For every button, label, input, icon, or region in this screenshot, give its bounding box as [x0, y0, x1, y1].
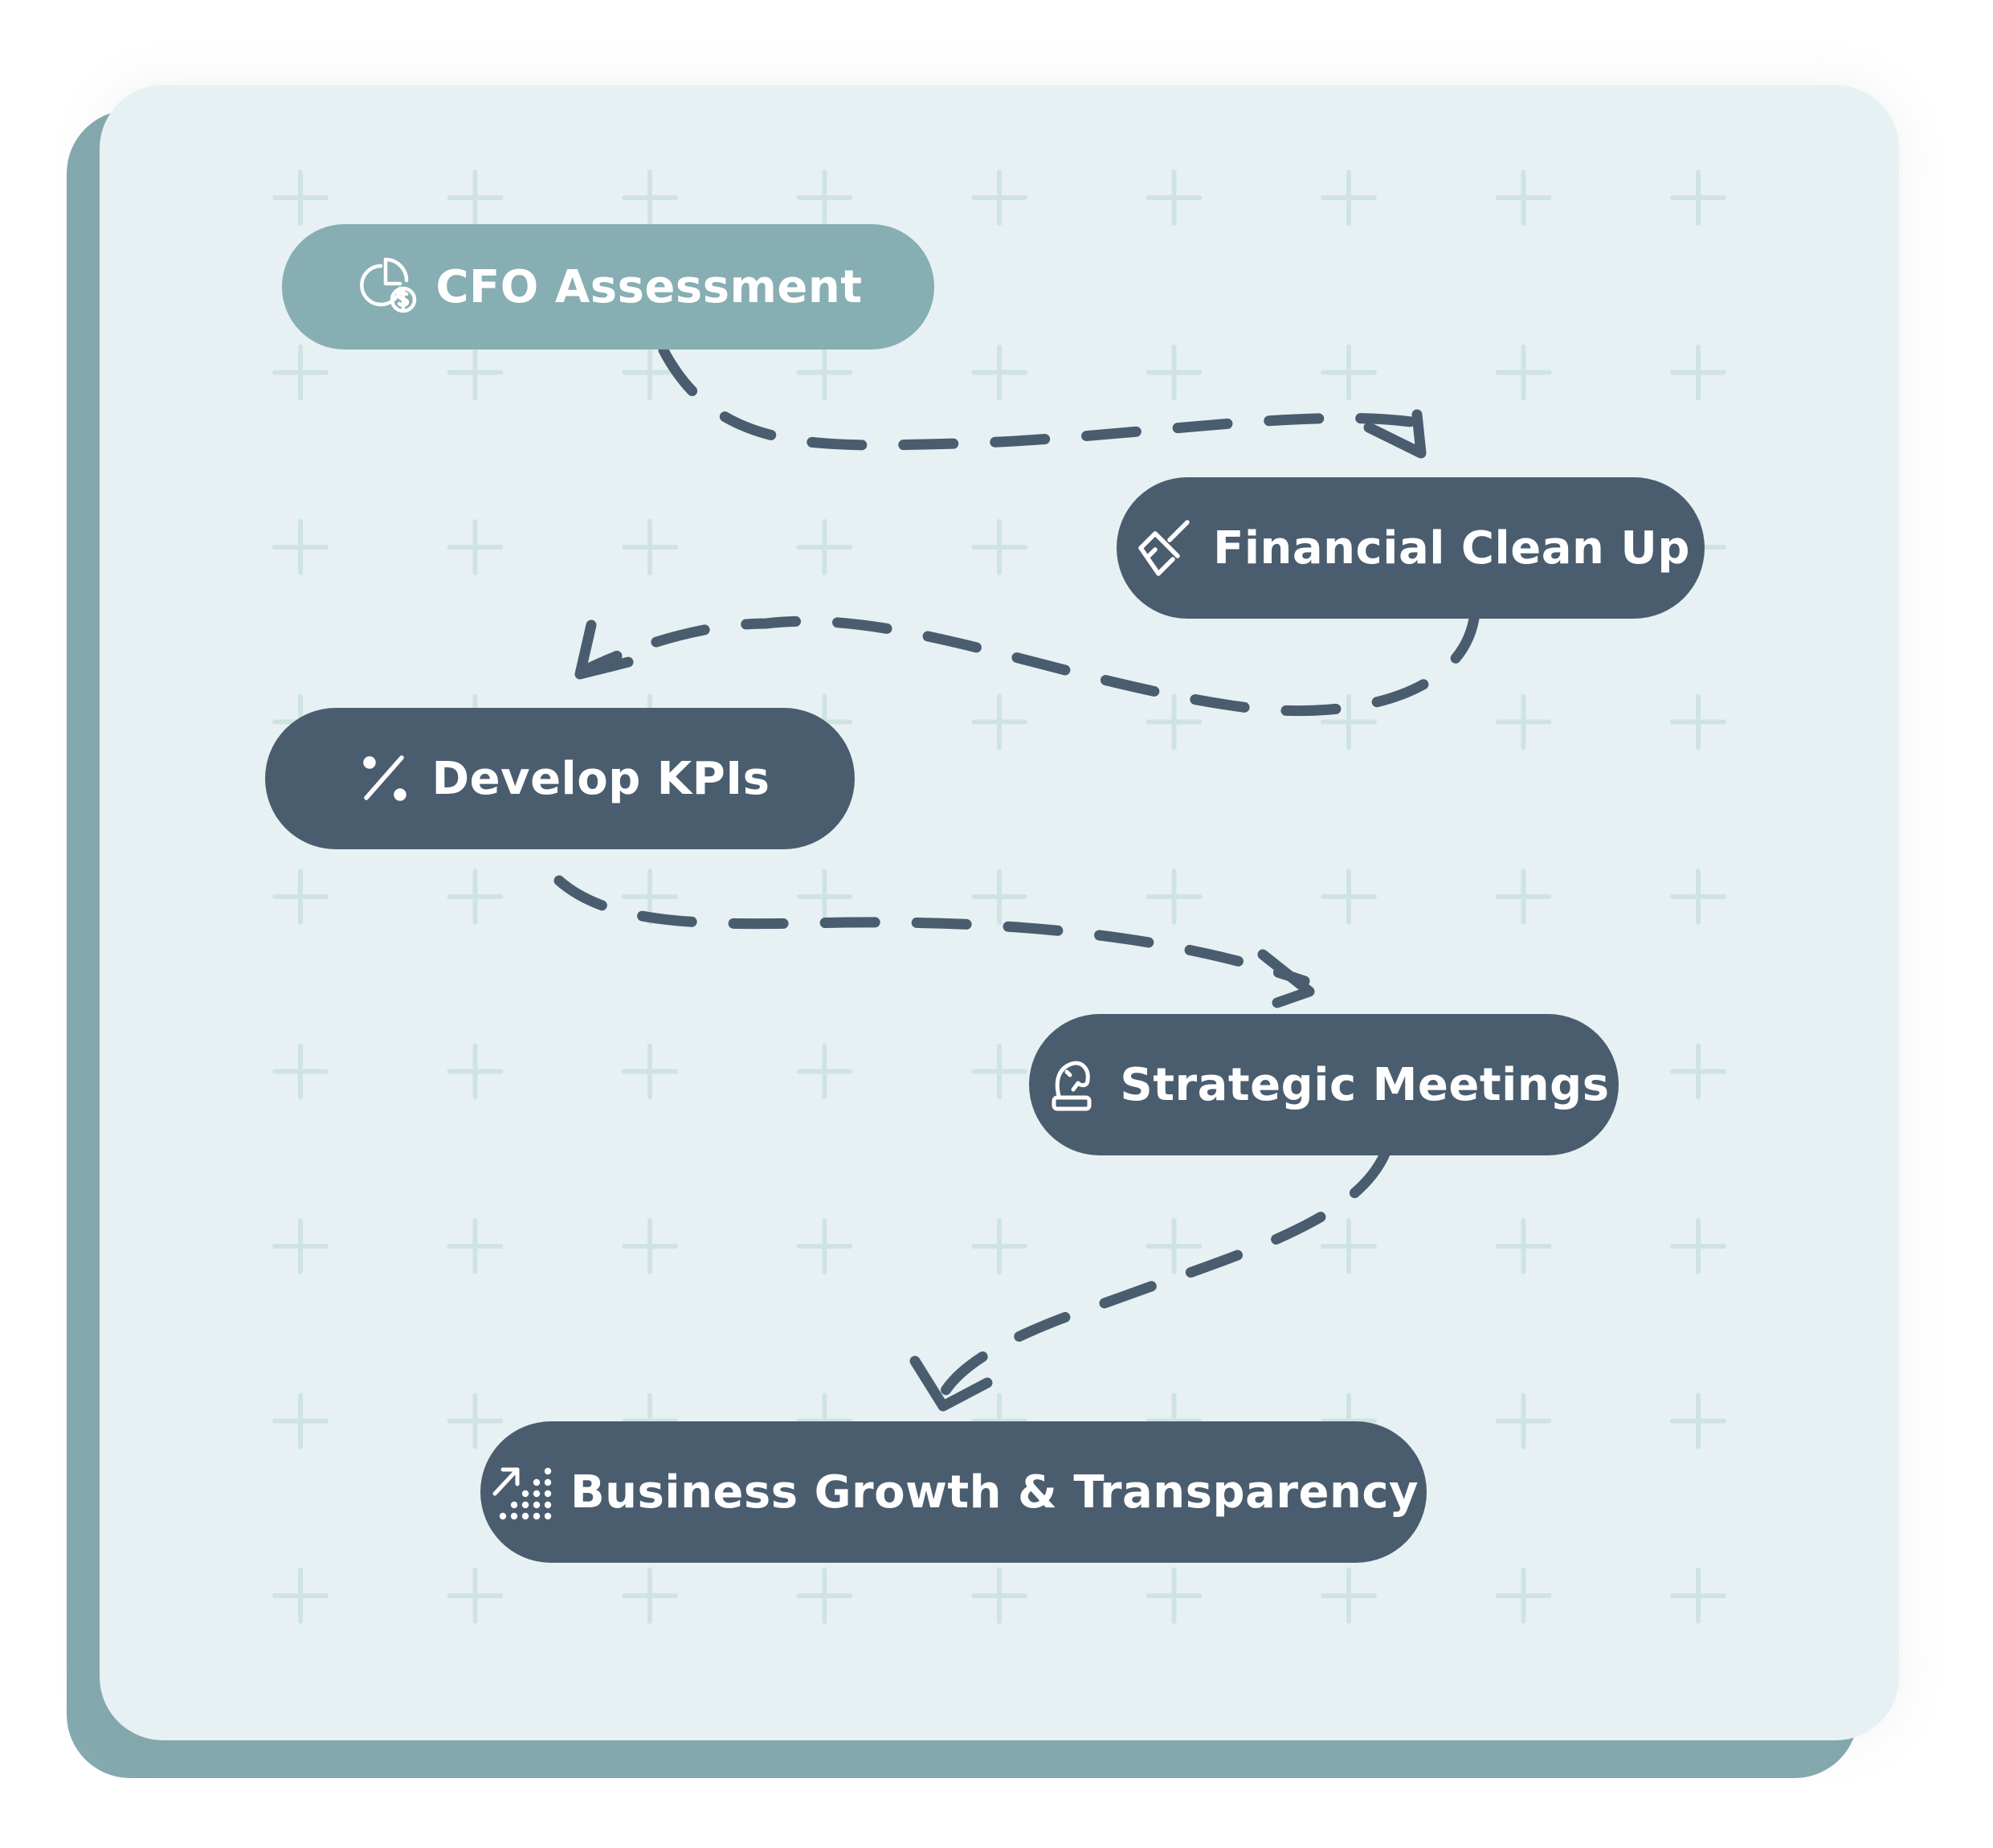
- diagram-card: CFO Assessment Financial Clean Up Develo…: [100, 85, 1899, 1740]
- grid-plus-mark: [447, 344, 504, 401]
- grid-plus-mark: [1321, 869, 1377, 925]
- grid-plus-mark: [447, 869, 504, 925]
- grid-plus-mark: [1670, 170, 1726, 226]
- grid-plus-mark: [272, 869, 329, 925]
- grid-plus-mark: [1495, 1392, 1552, 1449]
- grid-plus-mark: [622, 1043, 678, 1100]
- chess-knight-icon: [1038, 1051, 1105, 1118]
- grid-plus-mark: [796, 344, 853, 401]
- grid-plus-mark: [1670, 693, 1726, 750]
- grid-plus-mark: [1321, 344, 1377, 401]
- connector-kpis-to-meetings: [553, 875, 1310, 987]
- grid-plus-mark: [447, 1568, 504, 1624]
- grid-plus-mark: [1146, 170, 1203, 226]
- grid-plus-mark: [622, 344, 678, 401]
- grid-plus-mark: [1495, 344, 1552, 401]
- step-cfo-assessment[interactable]: CFO Assessment: [282, 224, 934, 350]
- grid-plus-mark: [1495, 1218, 1552, 1274]
- grid-plus-mark: [1670, 1218, 1726, 1274]
- connector-cfo-to-cleanup: [658, 345, 1423, 451]
- grid-plus-mark: [1670, 869, 1726, 925]
- grid-plus-mark: [1146, 344, 1203, 401]
- grid-plus-mark: [1495, 170, 1552, 226]
- grid-plus-mark: [272, 1392, 329, 1449]
- grid-plus-mark: [447, 519, 504, 575]
- pie-chart-dollar-icon: [353, 253, 421, 321]
- grid-plus-mark: [1321, 1568, 1377, 1624]
- grid-plus-mark: [272, 344, 329, 401]
- step-strategic-meetings[interactable]: Strategic Meetings: [1029, 1014, 1619, 1155]
- grid-plus-mark: [1146, 693, 1203, 750]
- grid-plus-mark: [971, 519, 1027, 575]
- grid-plus-mark: [1670, 1568, 1726, 1624]
- grid-plus-mark: [1495, 1568, 1552, 1624]
- grid-plus-mark: [1146, 1568, 1203, 1624]
- grid-plus-mark: [796, 869, 853, 925]
- grid-plus-mark: [272, 170, 329, 226]
- grid-plus-mark: [447, 170, 504, 226]
- grid-plus-mark: [1146, 869, 1203, 925]
- connector-layer: [553, 345, 1480, 1412]
- grid-plus-mark: [796, 1043, 853, 1100]
- step-business-growth-transparency[interactable]: Business Growth & Transparency: [480, 1421, 1427, 1563]
- step-label: Strategic Meetings: [1120, 1058, 1610, 1111]
- grid-plus-mark: [622, 1218, 678, 1274]
- step-label: Financial Clean Up: [1213, 521, 1690, 574]
- grid-plus-mark: [622, 519, 678, 575]
- grid-plus-mark: [971, 170, 1027, 226]
- arrowhead-cleanup-icon: [1363, 409, 1427, 459]
- grid-plus-mark: [272, 519, 329, 575]
- percent-icon: [350, 745, 418, 812]
- grid-plus-mark: [971, 1218, 1027, 1274]
- step-label: Business Growth & Transparency: [570, 1466, 1419, 1519]
- step-financial-clean-up[interactable]: Financial Clean Up: [1117, 477, 1705, 619]
- growth-arrow-dots-icon: [488, 1458, 556, 1526]
- step-develop-kpis[interactable]: Develop KPIs: [265, 708, 855, 849]
- grid-plus-mark: [1670, 1392, 1726, 1449]
- grid-plus-mark: [1670, 1043, 1726, 1100]
- grid-plus-mark: [447, 1218, 504, 1274]
- arrowhead-kpis-icon: [574, 619, 634, 680]
- grid-plus-mark: [272, 1218, 329, 1274]
- grid-plus-mark: [622, 1568, 678, 1624]
- connector-cleanup-to-kpis: [576, 607, 1480, 717]
- grid-plus-mark: [622, 170, 678, 226]
- grid-plus-mark: [971, 1043, 1027, 1100]
- grid-plus-mark: [447, 1392, 504, 1449]
- arrowhead-growth-icon: [909, 1355, 993, 1412]
- grid-plus-mark: [796, 1568, 853, 1624]
- grid-plus-mark: [1670, 344, 1726, 401]
- grid-plus-mark: [1321, 693, 1377, 750]
- grid-plus-mark: [1321, 170, 1377, 226]
- grid-plus-mark: [796, 519, 853, 575]
- grid-plus-mark: [796, 1218, 853, 1274]
- broom-icon: [1131, 514, 1199, 582]
- grid-plus-mark: [1321, 1218, 1377, 1274]
- grid-plus-mark: [971, 869, 1027, 925]
- arrowhead-meetings-icon: [1257, 949, 1315, 1008]
- grid-plus-mark: [1495, 869, 1552, 925]
- step-label: Develop KPIs: [431, 752, 770, 805]
- grid-plus-mark: [796, 170, 853, 226]
- connector-meetings-to-growth: [933, 1148, 1391, 1408]
- grid-plus-mark: [1495, 693, 1552, 750]
- grid-plus-mark: [272, 1043, 329, 1100]
- grid-plus-mark: [1146, 1218, 1203, 1274]
- grid-plus-mark: [971, 1568, 1027, 1624]
- grid-plus-mark: [272, 1568, 329, 1624]
- grid-plus-mark: [971, 344, 1027, 401]
- step-label: CFO Assessment: [435, 260, 863, 313]
- grid-plus-mark: [447, 1043, 504, 1100]
- grid-plus-mark: [971, 693, 1027, 750]
